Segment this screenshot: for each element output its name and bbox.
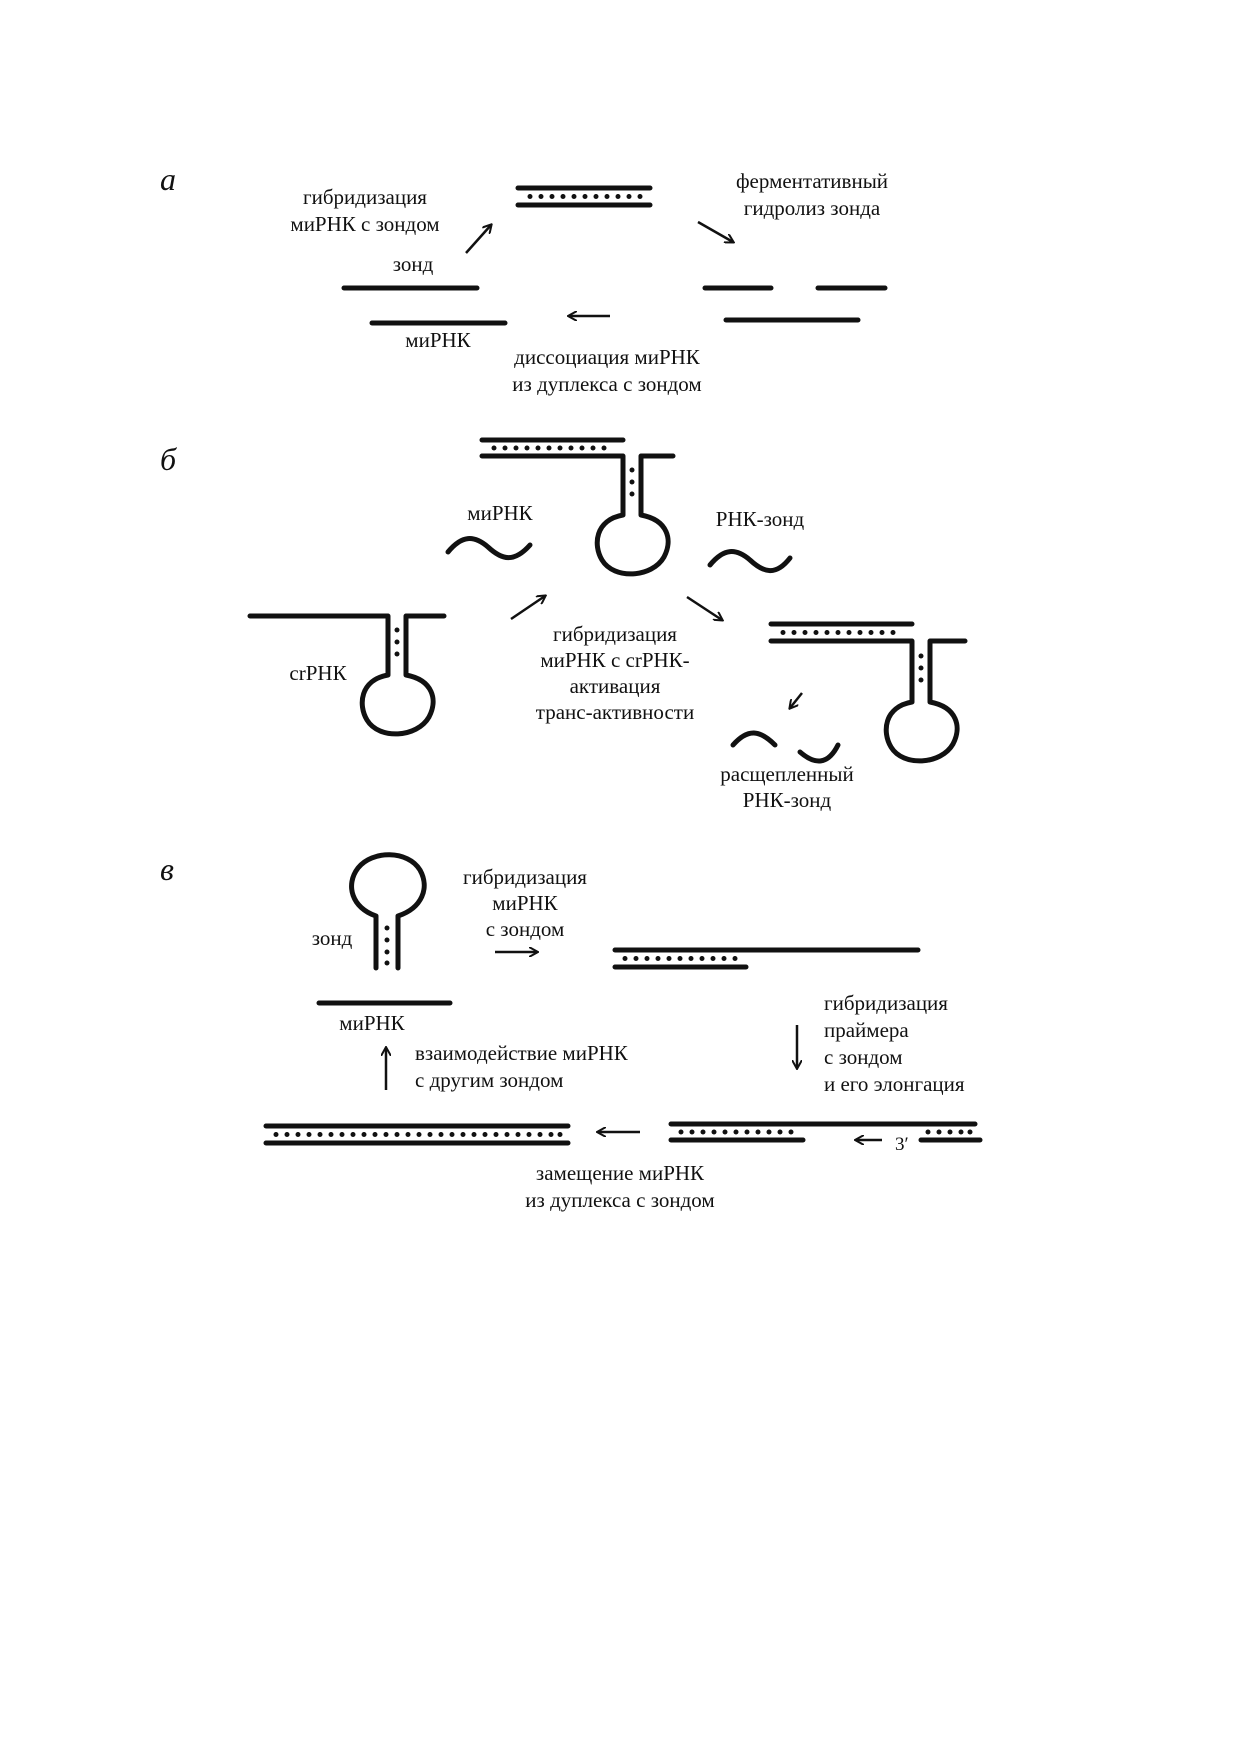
panel-a-arrow-up [465,225,491,254]
panel-c-primer-label-1: гибридизация [824,991,948,1015]
panel-c-hairpin-probe [349,852,427,971]
panel-b-mirna-label: миРНК [467,501,533,525]
panel-b-arrow-up [510,596,545,621]
panel-a-arrow-down [697,220,733,242]
panel-a-hydrolysis-label-2: гидролиз зонда [744,196,881,220]
panel-c-opened-duplex-dots [622,956,738,961]
panel-b-mirna-wave [445,536,533,561]
panel-c-primer-label-3: с зондом [824,1045,903,1069]
panel-c-hybridization-label-1: гибридизация [463,865,587,889]
panel-c-full-duplex-dots [273,1132,563,1137]
panel-c-hairpin-dots [384,925,390,966]
panel-c-three-prime-label: 3′ [895,1134,909,1155]
panel-a-dissociation-label-2: из дуплекса с зондом [512,372,701,396]
panel-b-hybridization-label-4: транс-активности [536,700,694,724]
panel-c-elongation-complex [668,1121,983,1143]
panel-c: в зонд гибридизация миРНК с зондом миРНК… [160,851,983,1212]
panel-b-hybridization-label-3: активация [570,674,661,698]
panel-b-letter: б [160,441,177,477]
panel-b: б миРНК РНК-зонд crРНК гибридизация миРН… [160,437,968,812]
panel-b-cleaved-fragment-2 [797,742,841,764]
panel-c-primer-label-4: и его элонгация [824,1072,965,1096]
panel-b-crrna-label: crРНК [289,661,347,685]
panel-b-cleave-arrow [790,692,803,708]
panel-b-crrna-dots [394,627,400,657]
panel-a: а гибридизация миРНК с зондом ферментати… [160,161,888,396]
panel-b-crrna [247,613,447,737]
panel-c-letter: в [160,851,174,887]
panel-b-result-complex [768,621,968,764]
panel-a-letter: а [160,161,176,197]
panel-b-rna-probe-wave [707,549,793,574]
panel-c-displacement-label-2: из дуплекса с зондом [525,1188,714,1212]
panel-c-probe-label: зонд [312,926,353,950]
panel-b-result-complex-dots [780,630,924,683]
panel-c-mirna-label: миРНК [339,1011,405,1035]
panel-b-rna-probe-label: РНК-зонд [716,507,805,531]
panel-a-hybridization-label-2: миРНК с зондом [290,212,439,236]
panel-a-hybridization-label-1: гибридизация [303,185,427,209]
panel-b-arrow-down [686,595,722,620]
panel-a-hydrolysis-label-1: ферментативный [736,169,888,193]
panel-c-interaction-label-1: взаимодействие миРНК [415,1041,629,1065]
panel-c-opened-duplex [612,947,921,970]
panel-b-cleaved-fragment-1 [730,730,778,748]
panel-c-full-duplex [263,1123,571,1146]
panel-c-interaction-label-2: с другим зондом [415,1068,563,1092]
panel-a-dissociation-label-1: диссоциация миРНК [514,345,701,369]
panel-b-hybridization-label-2: миРНК с crРНК- [540,648,689,672]
panel-c-hybridization-label-3: с зондом [486,917,565,941]
panel-a-mirna-label: миРНК [405,328,471,352]
panel-a-probe-label: зонд [393,252,434,276]
panel-b-cleaved-label-2: РНК-зонд [743,788,832,812]
panel-a-duplex-dots [527,194,643,199]
panel-c-primer-label-2: праймера [824,1018,909,1042]
panel-c-displacement-label-1: замещение миРНК [536,1161,705,1185]
panel-b-hybridization-label-1: гибридизация [553,622,677,646]
panel-a-duplex [515,185,653,208]
panel-c-elongation-dots [678,1129,973,1135]
panel-b-active-complex-dots [491,445,635,497]
panel-c-hybridization-label-2: миРНК [492,891,558,915]
panel-b-cleaved-label-1: расщепленный [720,762,854,786]
panel-b-active-complex [479,437,676,577]
